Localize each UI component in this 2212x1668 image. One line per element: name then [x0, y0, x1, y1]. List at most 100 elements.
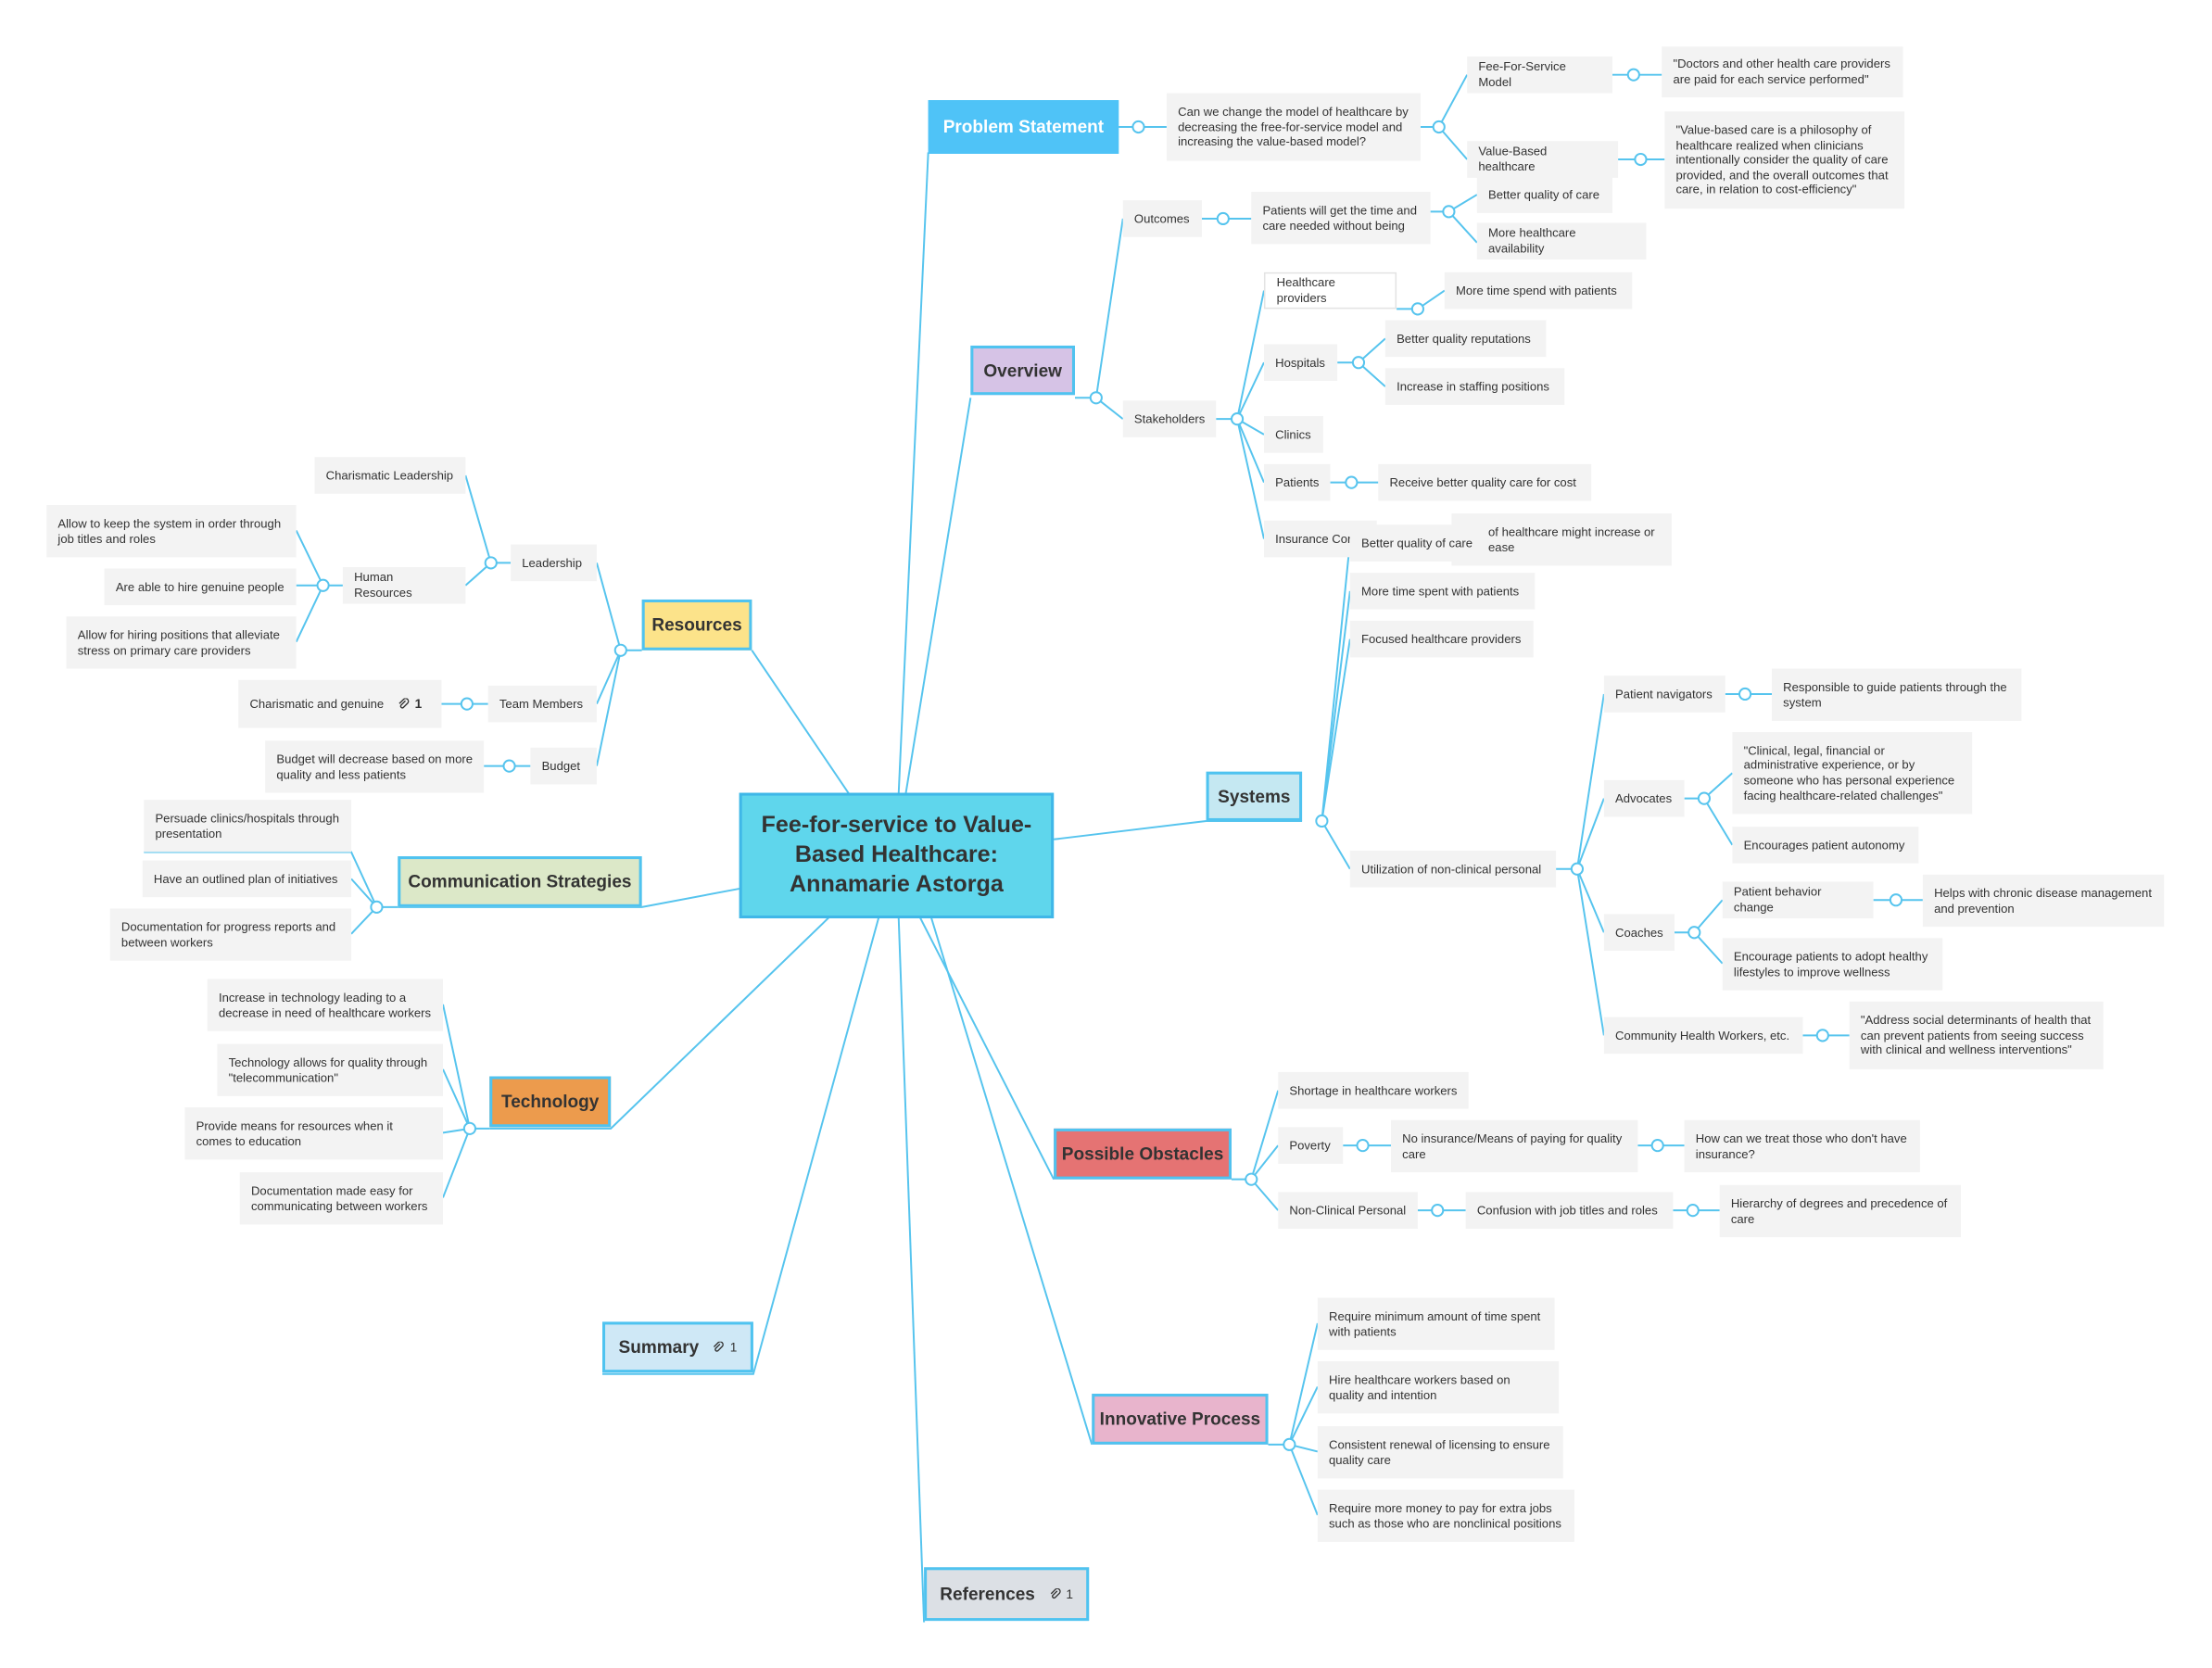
tech-increase-node[interactable]: Increase in technology leading to a decr… — [207, 979, 444, 1031]
topic-label: Innovative Process — [1099, 1409, 1261, 1430]
obstacles-nonclinical-node[interactable]: Non-Clinical Personal — [1278, 1192, 1418, 1229]
value-based-definition[interactable]: "Value-based care is a philosophy of hea… — [1664, 111, 1905, 209]
paperclip-icon — [398, 697, 410, 708]
topic-innovative-process[interactable]: Innovative Process — [1092, 1394, 1269, 1445]
link-innovative — [929, 916, 1093, 1446]
value-based-node[interactable]: Value-Based healthcare — [1467, 141, 1619, 178]
central-topic[interactable]: Fee-for-service to Value-Based Healthcar… — [739, 792, 1055, 919]
topic-label: Communication Strategies — [408, 871, 632, 892]
patient-navigators-node[interactable]: Patient navigators — [1603, 676, 1725, 713]
problem-question[interactable]: Can we change the model of healthcare by… — [1166, 93, 1421, 161]
hospitals-node[interactable]: Hospitals — [1263, 344, 1338, 382]
advocates-node[interactable]: Advocates — [1603, 779, 1685, 817]
topic-resources[interactable]: Resources — [641, 599, 752, 651]
charismatic-leadership-node[interactable]: Charismatic Leadership — [314, 457, 466, 494]
leadership-node[interactable]: Leadership — [511, 544, 597, 582]
topic-communication-strategies[interactable]: Communication Strategies — [398, 856, 642, 907]
chronic-disease-node[interactable]: Helps with chronic disease management an… — [1922, 874, 2165, 928]
systems-better-quality-node[interactable]: Better quality of care — [1349, 524, 1485, 562]
hr-hire-node[interactable]: Are able to hire genuine people — [104, 568, 297, 606]
fee-for-service-node[interactable]: Fee-For-Service Model — [1467, 56, 1612, 94]
coaches-node[interactable]: Coaches — [1603, 914, 1675, 952]
topic-summary[interactable]: Summary 1 — [602, 1321, 753, 1373]
staffing-node[interactable]: Increase in staffing positions — [1384, 368, 1565, 405]
link-summary — [602, 916, 880, 1375]
link-overview — [904, 398, 972, 795]
patient-autonomy-node[interactable]: Encourages patient autonomy — [1732, 827, 1919, 864]
licensing-renewal-node[interactable]: Consistent renewal of licensing to ensur… — [1317, 1426, 1563, 1479]
minimum-time-node[interactable]: Require minimum amount of time spent wit… — [1317, 1297, 1555, 1350]
topic-references[interactable]: References 1 — [924, 1567, 1090, 1622]
job-title-confusion-node[interactable]: Confusion with job titles and roles — [1465, 1192, 1674, 1229]
link-technology — [489, 916, 830, 1130]
budget-description-node[interactable]: Budget will decrease based on more quali… — [265, 740, 485, 793]
team-description-label: Charismatic and genuine — [249, 696, 385, 711]
healthy-lifestyles-node[interactable]: Encourage patients to adopt healthy life… — [1722, 938, 1943, 991]
nonclinical-personal-node[interactable]: Utilization of non-clinical personal — [1349, 850, 1557, 888]
budget-node[interactable]: Budget — [530, 747, 597, 785]
behavior-change-node[interactable]: Patient behavior change — [1722, 881, 1874, 919]
community-health-workers-node[interactable]: Community Health Workers, etc. — [1603, 1017, 1803, 1055]
topic-problem-statement[interactable]: Problem Statement — [928, 100, 1119, 154]
link-resources — [751, 650, 851, 795]
attachment-count: 1 — [729, 1340, 738, 1355]
topic-label: Problem Statement — [942, 117, 1105, 137]
treat-uninsured-node[interactable]: How can we treat those who don't have in… — [1684, 1119, 1920, 1173]
more-availability-node[interactable]: More healthcare availability — [1476, 222, 1647, 260]
paperclip-icon — [714, 1340, 725, 1351]
team-members-node[interactable]: Team Members — [487, 685, 597, 723]
hr-stress-node[interactable]: Allow for hiring positions that alleviat… — [66, 616, 297, 669]
topic-label: Summary — [618, 1337, 700, 1358]
attachment-badge[interactable]: 1 — [398, 697, 422, 712]
clinics-node[interactable]: Clinics — [1263, 416, 1323, 453]
stakeholders-node[interactable]: Stakeholders — [1122, 400, 1217, 437]
providers-time-node[interactable]: More time spend with patients — [1444, 272, 1633, 310]
chw-quote[interactable]: "Address social determinants of health t… — [1849, 1001, 2104, 1069]
persuade-node[interactable]: Persuade clinics/hospitals through prese… — [144, 800, 352, 853]
focused-providers-node[interactable]: Focused healthcare providers — [1349, 620, 1534, 658]
hierarchy-node[interactable]: Hierarchy of degrees and precedence of c… — [1719, 1184, 1961, 1238]
patients-node[interactable]: Patients — [1263, 463, 1331, 501]
team-description-node[interactable]: Charismatic and genuine 1 — [238, 679, 442, 728]
education-node[interactable]: Provide means for resources when it come… — [184, 1107, 444, 1160]
better-quality-node[interactable]: Better quality of care — [1476, 176, 1612, 213]
hire-quality-node[interactable]: Hire healthcare workers based on quality… — [1317, 1361, 1560, 1414]
link-references — [897, 916, 926, 1623]
hr-order-node[interactable]: Allow to keep the system in order throug… — [46, 504, 297, 558]
healthcare-providers-node[interactable]: Healthcare providers — [1263, 272, 1397, 310]
topic-systems[interactable]: Systems — [1206, 771, 1303, 821]
paperclip-icon — [1050, 1587, 1061, 1598]
topic-label: References — [940, 1584, 1035, 1604]
central-topic-label: Fee-for-service to Value-Based Healthcar… — [761, 812, 1032, 898]
insurance-detail-node[interactable]: of healthcare might increase or ease — [1451, 513, 1672, 566]
navigators-description[interactable]: Responsible to guide patients through th… — [1772, 668, 2022, 721]
topic-label: Possible Obstacles — [1061, 1144, 1224, 1164]
no-insurance-node[interactable]: No insurance/Means of paying for quality… — [1390, 1119, 1638, 1173]
telecommunication-node[interactable]: Technology allows for quality through "t… — [217, 1043, 444, 1096]
shortage-node[interactable]: Shortage in healthcare workers — [1278, 1071, 1469, 1109]
attachment-badge[interactable]: 1 — [713, 1340, 737, 1354]
tech-documentation-node[interactable]: Documentation made easy for communicatin… — [239, 1172, 444, 1225]
poverty-node[interactable]: Poverty — [1278, 1127, 1344, 1164]
attachment-count: 1 — [1066, 1586, 1074, 1601]
more-money-node[interactable]: Require more money to pay for extra jobs… — [1317, 1489, 1574, 1542]
patients-time-node[interactable]: Patients will get the time and care need… — [1251, 192, 1431, 245]
topic-technology[interactable]: Technology — [489, 1076, 612, 1128]
fee-for-service-definition[interactable]: "Doctors and other health care providers… — [1662, 46, 1903, 98]
topic-overview[interactable]: Overview — [970, 345, 1075, 396]
outlined-plan-node[interactable]: Have an outlined plan of initiatives — [142, 860, 352, 898]
human-resources-node[interactable]: Human Resources — [342, 566, 466, 604]
link-systems — [1054, 819, 1303, 840]
reputations-node[interactable]: Better quality reputations — [1384, 320, 1547, 358]
topic-label: Systems — [1218, 786, 1291, 806]
topic-possible-obstacles[interactable]: Possible Obstacles — [1054, 1128, 1232, 1180]
outcomes-node[interactable]: Outcomes — [1122, 200, 1202, 237]
communication-documentation-node[interactable]: Documentation for progress reports and b… — [109, 908, 352, 961]
attachment-badge[interactable]: 1 — [1049, 1587, 1073, 1601]
link-problem — [897, 152, 929, 795]
advocates-quote[interactable]: "Clinical, legal, financial or administr… — [1732, 732, 1973, 815]
receive-quality-node[interactable]: Receive better quality care for cost — [1378, 463, 1592, 501]
systems-more-time-node[interactable]: More time spent with patients — [1349, 573, 1536, 610]
